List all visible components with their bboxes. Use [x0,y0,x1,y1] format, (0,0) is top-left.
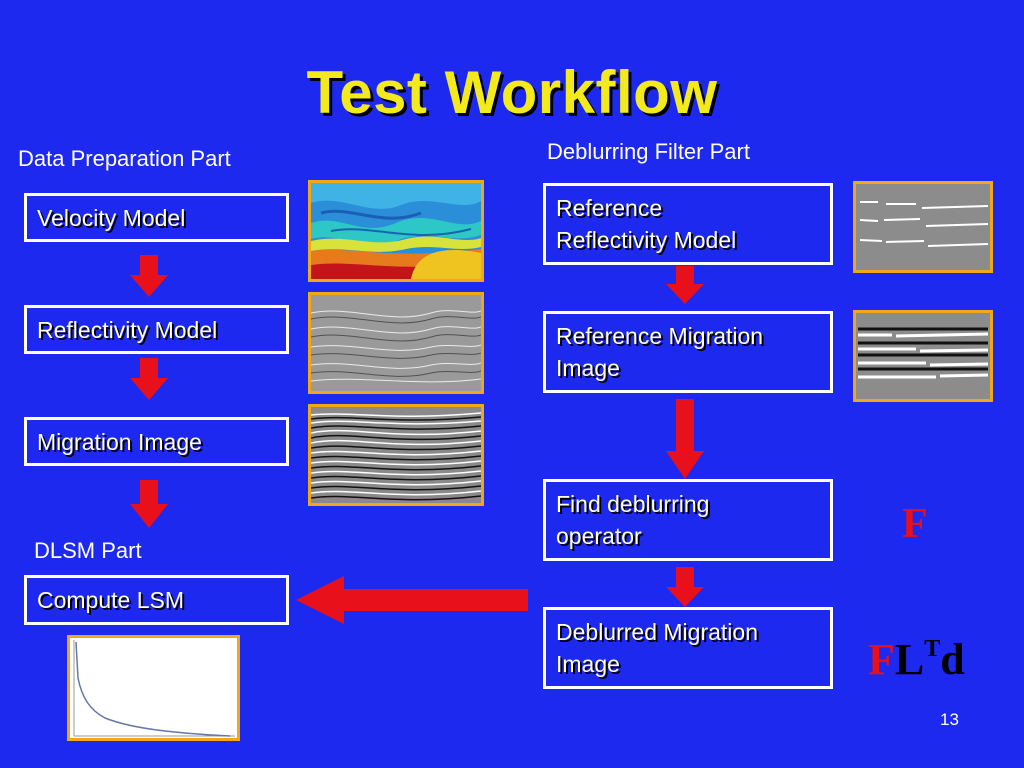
formula-f2-F: F [868,635,895,684]
convergence-plot-thumbnail [67,635,240,741]
slide-title: Test Workflow [306,59,718,126]
page-number: 13 [940,710,959,729]
formula-f: F [902,501,928,547]
reflectivity-model-thumbnail [308,292,484,394]
reference-migration-box: Reference Migration Image [543,311,833,393]
deblurred-migration-line2: Image [556,651,620,677]
reflectivity-model-label: Reflectivity Model [37,317,218,343]
reference-migration-line2: Image [556,355,620,381]
reference-reflectivity-box: Reference Reflectivity Model [543,183,833,265]
down-arrow-right-3 [666,567,704,607]
down-arrow-3 [130,480,168,528]
data-preparation-label: Data Preparation Part [18,146,231,171]
deblurred-migration-line1: Deblurred Migration [556,619,758,645]
find-deblurring-box: Find deblurring operator [543,479,833,561]
deblurred-migration-box: Deblurred Migration Image [543,607,833,689]
find-deblurring-line1: Find deblurring [556,491,710,517]
reference-reflectivity-thumbnail [853,181,993,273]
reference-migration-line1: Reference Migration [556,323,764,349]
reflectivity-model-box: Reflectivity Model [24,305,289,354]
down-arrow-right-1 [666,266,704,304]
dlsm-part-label: DLSM Part [34,538,142,563]
deblurring-filter-label: Deblurring Filter Part [547,139,750,164]
left-arrow [296,576,528,624]
down-arrow-2 [130,358,168,400]
reference-reflectivity-line2: Reflectivity Model [556,227,737,253]
reference-migration-thumbnail [853,310,993,402]
formula-f2-T: T [924,636,941,662]
formula-f2-L: L [894,635,925,684]
migration-image-label: Migration Image [37,429,202,455]
reference-reflectivity-line1: Reference [556,195,663,221]
velocity-model-thumbnail [308,180,484,282]
migration-image-thumbnail [308,404,484,506]
find-deblurring-line2: operator [556,523,642,549]
formula-f2-d: d [940,635,965,684]
compute-lsm-box: Compute LSM [24,575,289,625]
migration-image-box: Migration Image [24,417,289,466]
formula-flTd: FLTd [868,624,965,685]
down-arrow-1 [130,255,168,297]
down-arrow-right-2 [666,399,704,479]
velocity-model-box: Velocity Model [24,193,289,242]
velocity-model-label: Velocity Model [37,205,186,231]
compute-lsm-label: Compute LSM [37,587,185,613]
